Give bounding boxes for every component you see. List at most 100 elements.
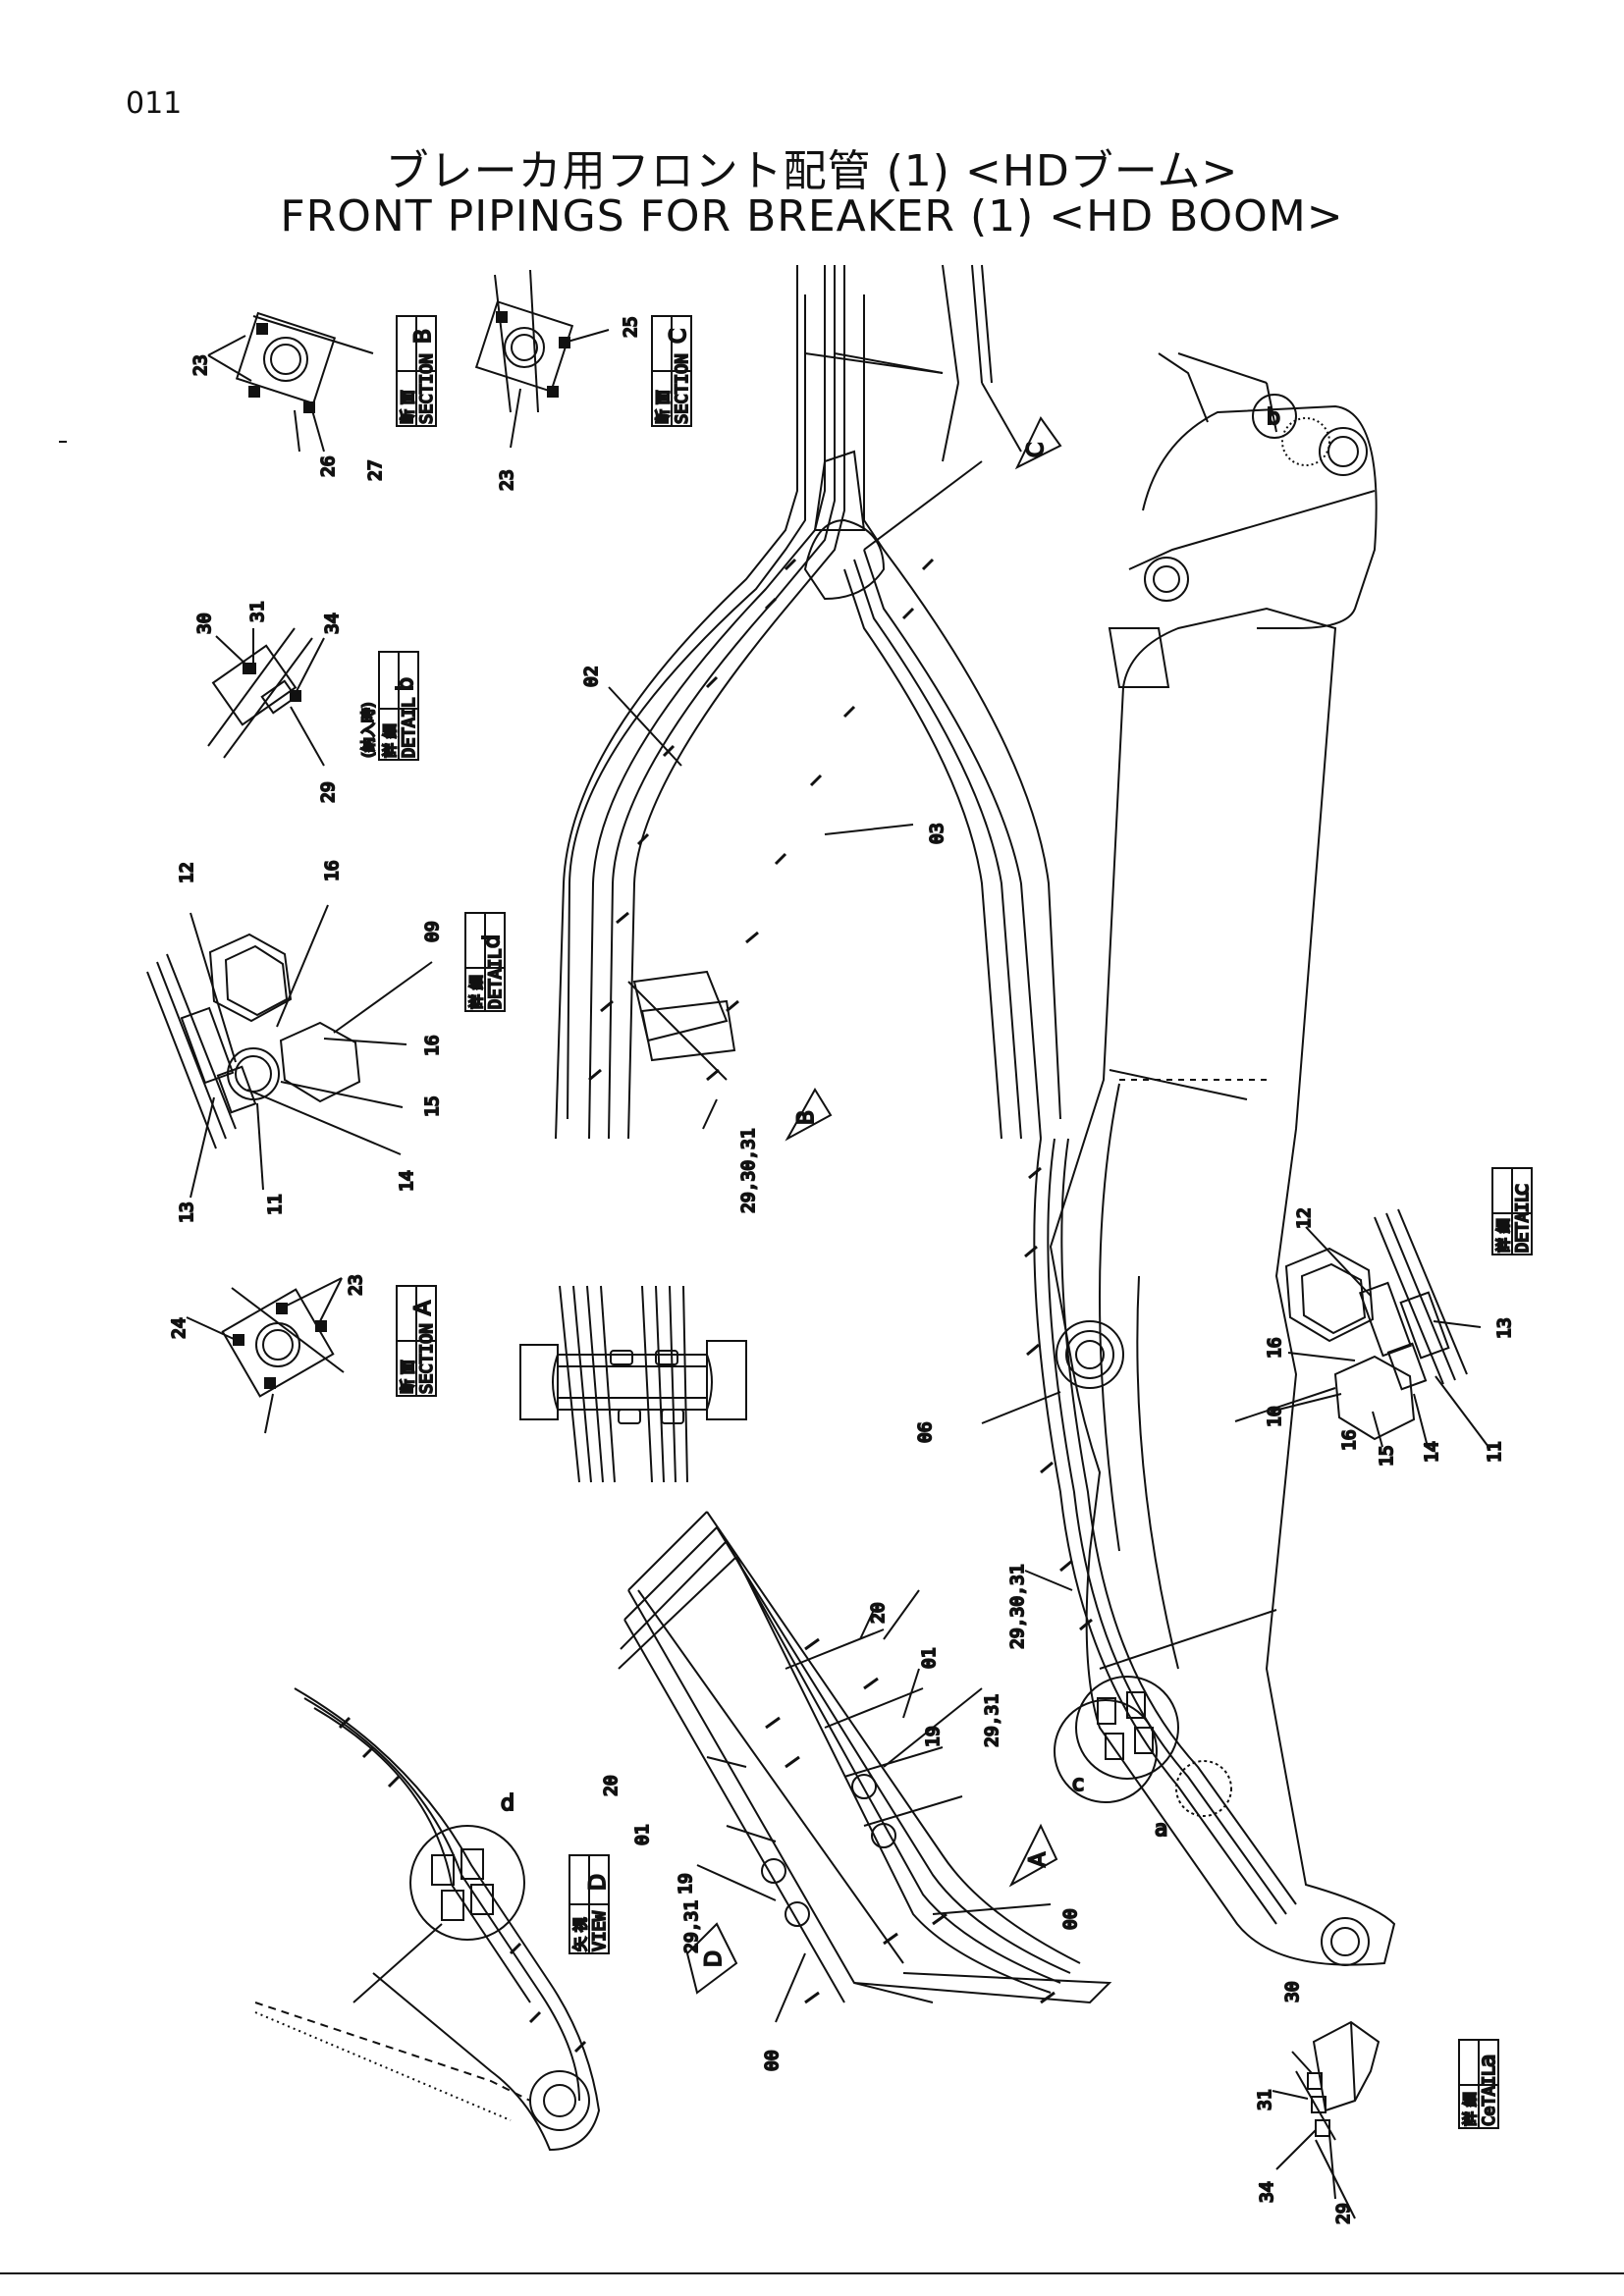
marker-d: D <box>687 1924 736 1993</box>
svg-text:B: B <box>411 329 436 344</box>
svg-text:DETAIL: DETAIL <box>400 698 419 758</box>
label-11: 11 <box>1485 1441 1505 1463</box>
label-29: 29 <box>318 781 339 803</box>
label-00: 00 <box>762 2050 783 2071</box>
label-00: 00 <box>1060 1908 1081 1930</box>
clamp-marks-view-d <box>766 1639 1055 2002</box>
label-29-31: 29,31 <box>982 1694 1002 1747</box>
section-a-view: 24 23 <box>168 1273 367 1433</box>
label-16: 16 <box>1265 1337 1285 1359</box>
label-29-30-31: 29,30,31 <box>1007 1564 1028 1649</box>
marker-a: A <box>1011 1826 1056 1885</box>
svg-text:a: a <box>1476 2055 1500 2067</box>
label-14: 14 <box>397 1170 417 1192</box>
marker-b: B <box>787 1090 831 1139</box>
clamp-marks-boom <box>1025 1168 1092 1629</box>
svg-text:b: b <box>1267 405 1280 430</box>
svg-text:D: D <box>586 1874 611 1891</box>
section-c-view: 25 23 <box>476 270 642 492</box>
svg-text:CeTAIL: CeTAIL <box>1480 2066 1499 2126</box>
svg-text:C: C <box>667 329 691 344</box>
marker-c: C <box>1017 418 1060 467</box>
label-29-31: 29,31 <box>681 1900 702 1953</box>
svg-text:矢 視: 矢 視 <box>571 1917 589 1951</box>
label-16: 16 <box>1339 1429 1360 1451</box>
label-26: 26 <box>318 455 339 477</box>
detail-c-circle: c <box>1071 1677 1178 1797</box>
label-23: 23 <box>346 1274 366 1296</box>
detail-c-box: DETAIL 詳 細 c <box>1492 1168 1535 1255</box>
label-11: 11 <box>265 1194 286 1215</box>
label-23: 23 <box>497 469 517 491</box>
svg-text:B: B <box>794 1110 819 1125</box>
label-13: 13 <box>1494 1317 1515 1339</box>
svg-text:d: d <box>480 934 505 948</box>
svg-text:b: b <box>394 677 418 691</box>
section-b-box: SECTION 断 面 B <box>397 316 438 426</box>
label-34: 34 <box>1257 2181 1277 2203</box>
svg-text:断 面: 断 面 <box>654 390 672 424</box>
label-10: 10 <box>1265 1406 1285 1427</box>
label-03: 03 <box>927 823 947 844</box>
label-31: 31 <box>247 601 268 622</box>
pin-section-view <box>520 1286 746 1482</box>
svg-text:断 面: 断 面 <box>399 390 416 424</box>
detail-b-view: 30 31 34 29 <box>193 600 344 804</box>
label-31: 31 <box>1255 2089 1275 2110</box>
label-34: 34 <box>322 613 343 634</box>
detail-b-box: DETAIL 詳 細 b (納入時) <box>358 652 420 760</box>
label-15: 15 <box>1377 1445 1397 1467</box>
svg-text:SECTION: SECTION <box>673 353 692 424</box>
svg-text:c: c <box>1072 1772 1084 1796</box>
title-english: FRONT PIPINGS FOR BREAKER (1) <HD BOOM> <box>280 191 1344 241</box>
arm-assembly: 02 03 29,30,31 <box>556 265 1060 1214</box>
detail-b-circle: b <box>1266 404 1329 465</box>
title-japanese: ブレーカ用フロント配管 (1) <HDブーム> <box>385 146 1239 196</box>
svg-text:a: a <box>1155 1817 1167 1842</box>
svg-text:d: d <box>501 1791 514 1816</box>
label-27: 27 <box>365 459 386 481</box>
svg-text:詳 細: 詳 細 <box>1494 1218 1512 1253</box>
page-number: 011 <box>126 86 183 121</box>
label-19: 19 <box>676 1873 696 1895</box>
svg-text:DETAIL: DETAIL <box>486 949 506 1009</box>
svg-text:(納入時): (納入時) <box>359 702 377 758</box>
label-16: 16 <box>322 860 343 881</box>
label-14: 14 <box>1422 1441 1442 1463</box>
label-30: 30 <box>1282 1981 1303 2002</box>
label-06: 06 <box>915 1421 936 1443</box>
label-23: 23 <box>190 354 211 376</box>
svg-text:C: C <box>1024 443 1049 457</box>
label-30: 30 <box>194 613 215 634</box>
detail-a-view: 30 31 34 29 <box>1254 1980 1379 2225</box>
section-b-view: 23 26 27 <box>189 313 387 482</box>
svg-text:DETAIL: DETAIL <box>1513 1193 1533 1253</box>
view-d-assembly: 20 01 19 29,31 20 01 19 29,31 00 00 <box>600 1512 1110 2072</box>
detail-d-box: DETAIL 詳 細 d <box>465 913 507 1011</box>
detail-c-view: 12 13 16 10 16 15 14 11 <box>1235 1206 1516 1468</box>
label-19: 19 <box>923 1726 944 1747</box>
svg-text:D: D <box>702 1950 727 1967</box>
view-d-box: VIEW 矢 視 D <box>569 1855 612 1953</box>
svg-text:詳 細: 詳 細 <box>1461 2092 1479 2126</box>
clamp-marks-lower-left <box>340 1718 585 2052</box>
label-01: 01 <box>919 1647 940 1669</box>
label-16: 16 <box>422 1035 443 1056</box>
label-09: 09 <box>422 921 443 942</box>
label-12: 12 <box>177 862 197 883</box>
svg-text:A: A <box>411 1301 436 1315</box>
detail-a-box: CeTAIL 詳 細 a <box>1459 2040 1501 2128</box>
section-c-box: SECTION 断 面 C <box>652 316 693 426</box>
section-a-box: SECTION 断 面 A <box>397 1286 438 1396</box>
clamp-marks-arm <box>589 560 933 1080</box>
svg-text:詳 細: 詳 細 <box>467 975 485 1009</box>
detail-d-view: 12 16 09 16 15 14 11 13 <box>147 859 444 1224</box>
lower-left-arm: d <box>255 1688 599 2150</box>
label-29: 29 <box>1333 2203 1354 2224</box>
label-13: 13 <box>177 1201 197 1223</box>
boom-assembly: 06 29,30,31 <box>914 353 1394 1965</box>
label-29-30-31: 29,30,31 <box>738 1128 759 1213</box>
label-12: 12 <box>1294 1207 1315 1229</box>
svg-text:VIEW: VIEW <box>590 1910 610 1951</box>
